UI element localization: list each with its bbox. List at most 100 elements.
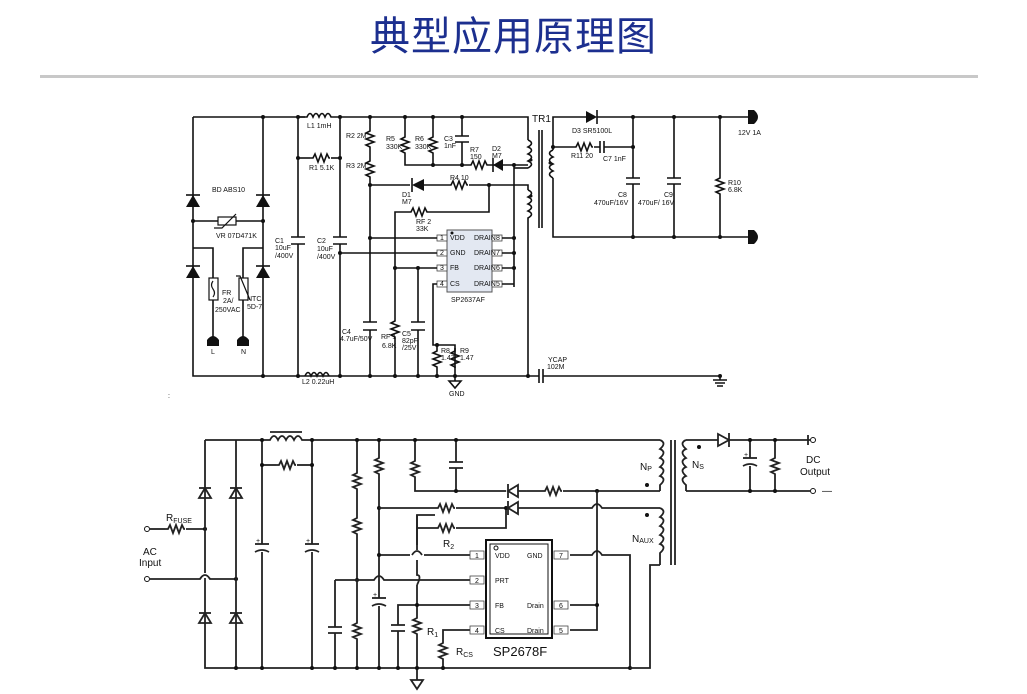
ac-input-terminal-2 — [144, 576, 150, 582]
ic2-pin-box — [553, 550, 569, 560]
label-R3: R3 2M — [346, 163, 367, 170]
label-R9a: R9 — [460, 348, 469, 355]
resistor-RCS — [438, 639, 448, 661]
ic2-pin-number: 4 — [475, 628, 479, 635]
ic2-pin-number: 3 — [475, 603, 479, 610]
ic1-pin-label: DRAIN — [474, 281, 496, 288]
resistor-R8 — [432, 347, 442, 369]
varistor-VR — [217, 216, 237, 226]
ic2-pin-label: Drain — [527, 603, 544, 610]
capacitor-YCAP — [530, 369, 720, 383]
label-RFUSE: RFUSE — [166, 513, 192, 525]
capacitor-C1 — [291, 236, 305, 245]
ic1-pin-label: VDD — [450, 235, 465, 242]
label-RF1a: RF 1 — [381, 334, 396, 341]
label-NP: NP — [640, 462, 652, 473]
label-Output: Output — [800, 467, 830, 478]
bridge2-diode-4 — [228, 611, 244, 624]
electrolytic-cap-2 — [304, 549, 320, 553]
label-C8a: C8 — [618, 192, 627, 199]
label-YCAPb: 102M — [547, 364, 565, 371]
resistor-R10 — [715, 174, 725, 196]
page-title: 典型应用原理图 — [370, 14, 657, 60]
ic1-pin-number: 6 — [496, 265, 500, 272]
label-L: L — [211, 349, 215, 356]
ic-SP2637AF — [446, 229, 493, 293]
bridge2-diode-1 — [197, 486, 213, 499]
label-RF1b: 6.8K — [382, 343, 397, 350]
diode-output — [717, 432, 731, 448]
label-D1b: M7 — [402, 199, 412, 206]
label-VR: VR 07D471K — [216, 233, 257, 240]
svg-text:+: + — [373, 592, 377, 599]
electrolytic-cap-1 — [254, 549, 270, 553]
bridge2-diode-3 — [197, 611, 213, 624]
bridge-diode-1 — [186, 194, 200, 207]
resistor-filter — [275, 460, 297, 470]
diode-D1 — [411, 178, 424, 192]
ic2-pin-box — [553, 625, 569, 635]
ic2-pin-number: 5 — [559, 628, 563, 635]
ic2-pin-label: CS — [495, 628, 505, 635]
resistor-R3 — [365, 157, 375, 179]
label-R5b: 330K — [386, 144, 403, 151]
capacitor-C9 — [667, 177, 681, 185]
capacitor-C3 — [455, 135, 469, 143]
label-BD: BD ABS10 — [212, 187, 245, 194]
label-C2a: C2 — [317, 238, 326, 245]
ic2-pin-box — [553, 600, 569, 610]
label-C1a: C1 — [275, 238, 284, 245]
label-C3a: C3 — [444, 136, 453, 143]
ic1-pin-label: DRAIN — [474, 235, 496, 242]
schematic-bottom: RFUSE AC Input + + + — [139, 431, 832, 691]
label-C8b: 470uF/16V — [594, 200, 629, 207]
bridge2-diode-2 — [228, 486, 244, 499]
label-R7a: R7 — [470, 147, 479, 154]
label-N: N — [241, 349, 246, 356]
inductor-L2 — [304, 371, 330, 379]
resistor-R4 — [447, 180, 469, 190]
schematic-top: BD ABS10 VR 07D471K FR 2A/ 250VAC NTC 5D… — [168, 110, 761, 400]
label-C5b: 82pF — [402, 338, 418, 345]
ic1-pin-label: DRAIN — [474, 250, 496, 257]
resistor-R2 — [365, 127, 375, 149]
label-D3: D3 SR5100L — [572, 128, 612, 135]
svg-text:+: + — [256, 538, 260, 545]
label-R5a: R5 — [386, 136, 395, 143]
resistor-RFUSE — [164, 524, 186, 534]
ic2-pin-number: 6 — [559, 603, 563, 610]
ic2-pin-number: 2 — [475, 578, 479, 585]
label-NAUX: NAUX — [632, 534, 654, 545]
terminal-L — [207, 336, 219, 346]
label-R8b: 1.47 — [441, 355, 455, 362]
label-NS: NS — [692, 460, 704, 471]
resistor-R2 — [434, 523, 456, 533]
label-TR1: TR1 — [532, 114, 551, 125]
capacitor-C7 — [594, 141, 633, 153]
inductor-L1 — [298, 112, 340, 120]
label-YCAPa: YCAP — [548, 357, 567, 364]
label-output: 12V 1A — [738, 130, 761, 137]
label-R7b: 150 — [470, 154, 482, 161]
label-DC: DC — [806, 455, 820, 466]
label-R11: R11 20 — [571, 153, 593, 160]
ic1-pin-number: 7 — [496, 250, 500, 257]
ic2-pin-label: FB — [495, 603, 504, 610]
bridge-diode-4 — [256, 265, 270, 278]
label-L1: L1 1mH — [307, 123, 332, 130]
diode-D3 — [586, 110, 598, 124]
ic1-pin-number: 5 — [496, 281, 500, 288]
label-C5c: /25V — [402, 345, 417, 352]
transformer-2 — [645, 439, 701, 565]
label-R9b: 1.47 — [460, 355, 474, 362]
label-R8a: R8 — [441, 348, 450, 355]
ic-SP2678F — [485, 539, 553, 639]
capacitor-C2 — [333, 236, 347, 245]
capacitor-C8 — [626, 177, 640, 185]
label-D2b: M7 — [492, 153, 502, 160]
stray-mark: : — [168, 393, 170, 400]
label-RF2a: RF 2 — [416, 219, 431, 226]
label-C7: C7 1nF — [603, 156, 626, 163]
